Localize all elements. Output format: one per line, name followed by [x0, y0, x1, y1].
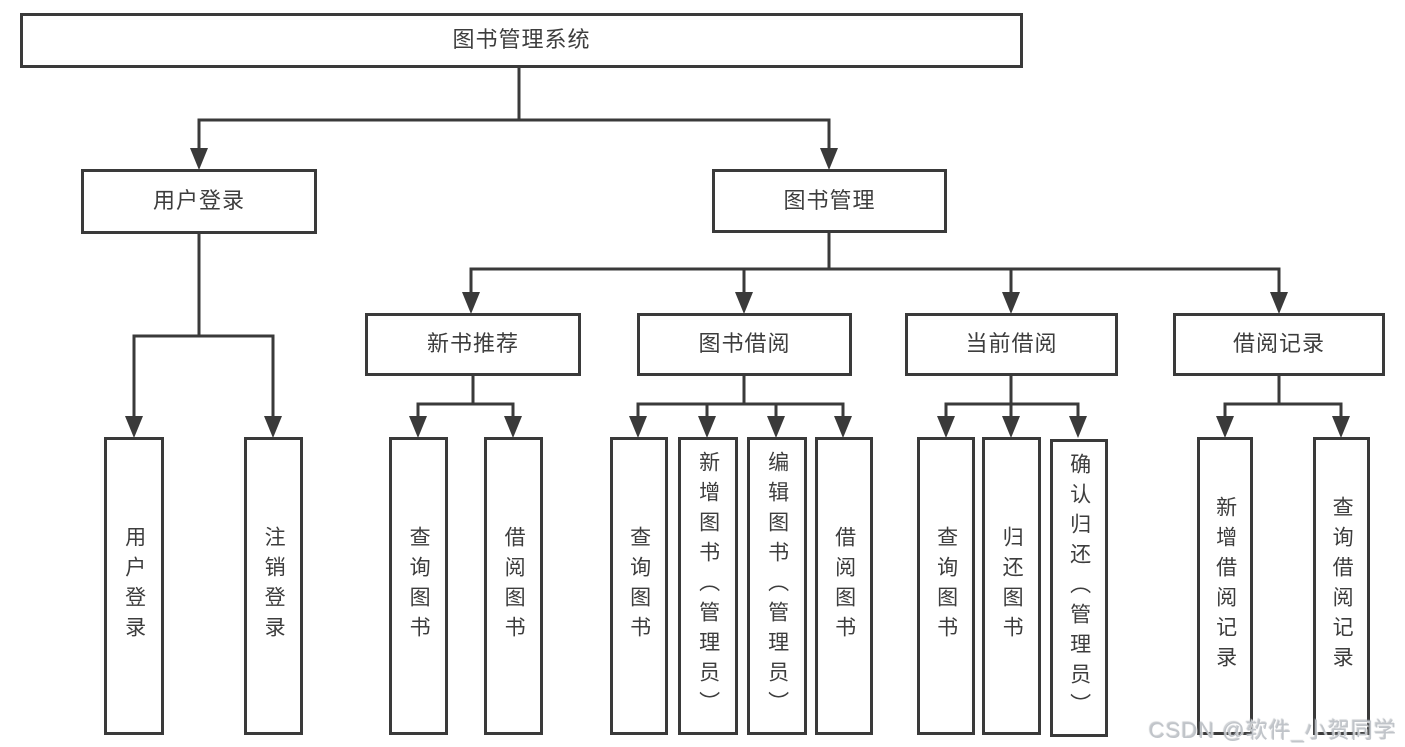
node-borrow-records: 借阅记录 [1173, 313, 1385, 376]
node-library-management-system: 图书管理系统 [20, 13, 1023, 68]
leaf-logout: 注销登录 [244, 437, 303, 735]
leaf-recommend-borrow-books: 借阅图书 [484, 437, 543, 735]
node-book-borrow: 图书借阅 [637, 313, 852, 376]
csdn-watermark: CSDN @软件_小贺同学 [1148, 718, 1397, 743]
leaf-current-query-books: 查询图书 [917, 437, 975, 735]
leaf-user-login: 用户登录 [104, 437, 164, 735]
leaf-borrow-query-books: 查询图书 [610, 437, 668, 735]
leaf-borrow-edit-books-admin: 编辑图书（管理员） [747, 437, 807, 735]
leaf-current-confirm-return-admin: 确认归还（管理员） [1050, 439, 1108, 737]
node-new-book-recommend: 新书推荐 [365, 313, 581, 376]
leaf-borrow-borrow-books: 借阅图书 [815, 437, 873, 735]
node-book-management: 图书管理 [712, 169, 947, 233]
leaf-current-return-books: 归还图书 [982, 437, 1041, 735]
arrowheads [125, 148, 1350, 438]
leaf-records-query-borrow-record: 查询借阅记录 [1313, 437, 1370, 735]
leaf-borrow-add-books-admin: 新增图书（管理员） [678, 437, 738, 735]
leaf-records-add-borrow-record: 新增借阅记录 [1197, 437, 1253, 735]
leaf-recommend-query-books: 查询图书 [389, 437, 448, 735]
node-current-borrow: 当前借阅 [905, 313, 1118, 376]
node-user-login: 用户登录 [81, 169, 317, 234]
